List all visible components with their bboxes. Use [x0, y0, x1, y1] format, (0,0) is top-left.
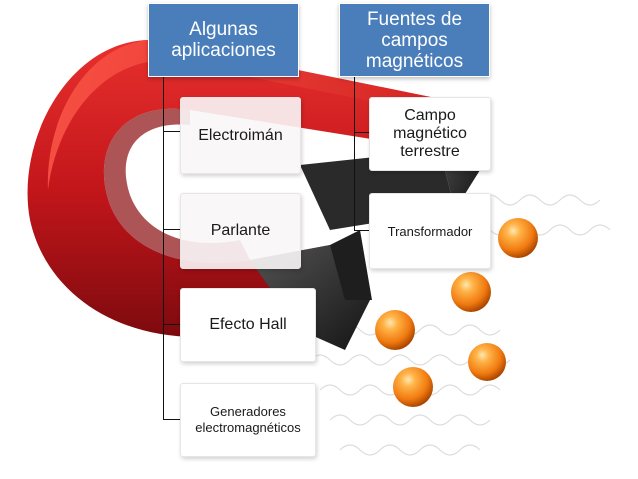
node-transformador: Transformador [369, 193, 491, 269]
connector-branch-generadores [163, 419, 180, 420]
orange-sphere-icon [375, 310, 415, 350]
node-generadores-electromagneticos: Generadores electromagnéticos [180, 383, 316, 457]
header-fuentes-campos-magneticos: Fuentes de campos magnéticos [339, 3, 490, 77]
connector-trunk-aplicaciones [163, 77, 164, 419]
connector-branch-electroiman [163, 131, 180, 132]
orange-sphere-icon [468, 343, 506, 381]
orange-sphere-icons [375, 218, 538, 407]
node-campo-magnetico-terrestre: Campo magnético terrestre [369, 97, 491, 171]
node-electroiman: Electroimán [180, 97, 301, 174]
node-efecto-hall: Efecto Hall [180, 288, 316, 362]
connector-branch-transformador [354, 230, 369, 231]
node-parlante: Parlante [180, 193, 301, 269]
connector-branch-campo-terrestre [354, 132, 369, 133]
header-algunas-aplicaciones: Algunas aplicaciones [148, 3, 299, 77]
orange-sphere-icon [393, 367, 433, 407]
orange-sphere-icon [451, 272, 491, 312]
connector-branch-parlante [163, 229, 180, 230]
connector-trunk-fuentes [354, 77, 355, 231]
orange-sphere-icon [498, 218, 538, 258]
connector-branch-efecto-hall [163, 324, 180, 325]
